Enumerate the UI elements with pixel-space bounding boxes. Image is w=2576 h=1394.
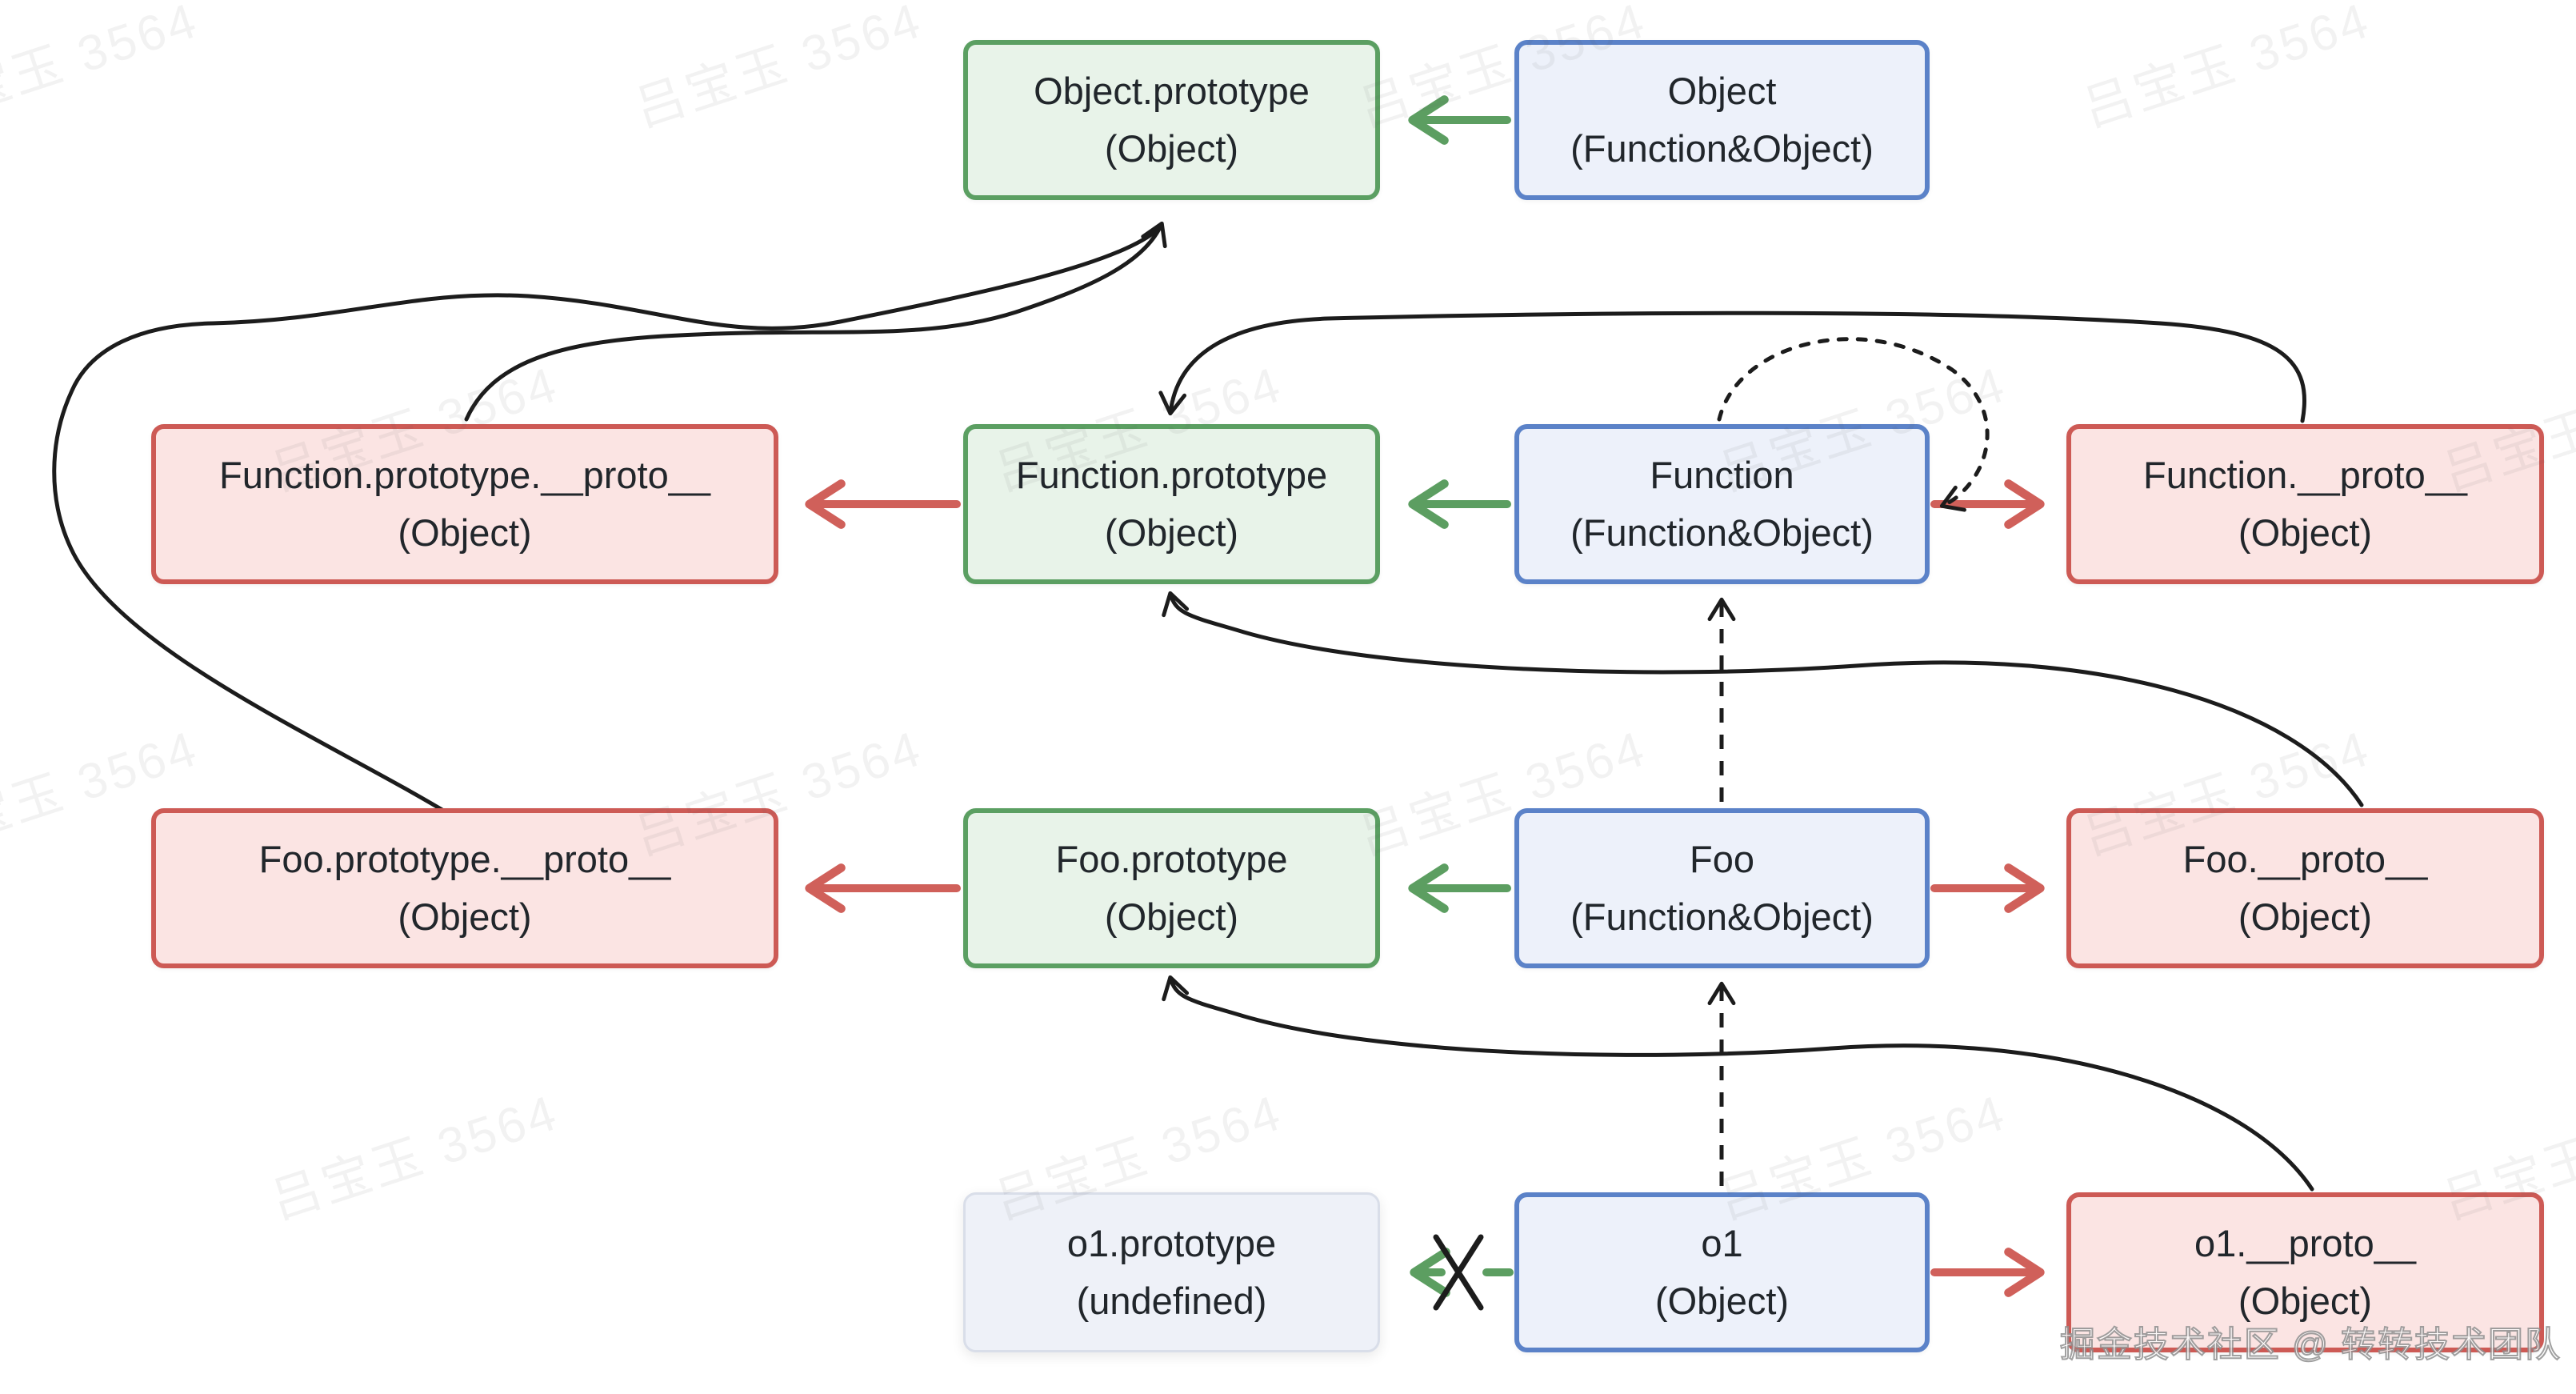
node-type: (Function&Object)	[1570, 895, 1874, 938]
node-o1-prototype: o1.prototype (undefined)	[963, 1192, 1380, 1352]
node-label: Function	[1650, 454, 1794, 496]
dotted-loop-function-self	[1717, 337, 1990, 512]
x-mark	[1433, 1234, 1484, 1311]
node-foo-prototype-proto: Foo.prototype.__proto__ (Object)	[151, 808, 778, 968]
node-label: o1.__proto__	[2194, 1222, 2417, 1264]
node-type: (Function&Object)	[1570, 127, 1874, 170]
node-label: Function.__proto__	[2142, 454, 2467, 496]
node-type: (Object)	[398, 511, 532, 554]
node-label: Object.prototype	[1034, 70, 1310, 112]
node-type: (Function&Object)	[1570, 511, 1874, 554]
node-type: (Object)	[2238, 1280, 2373, 1322]
node-function-prototype: Function.prototype (Object)	[963, 424, 1380, 584]
node-label: Foo.prototype	[1055, 838, 1288, 880]
node-type: (Object)	[398, 895, 532, 938]
node-label: Function.prototype.__proto__	[218, 454, 711, 496]
node-type: (Object)	[1104, 895, 1239, 938]
node-label: Function.prototype	[1015, 454, 1328, 496]
node-type: (Object)	[1104, 511, 1239, 554]
node-label: Foo.__proto__	[2182, 838, 2428, 880]
node-label: Foo	[1690, 838, 1754, 880]
node-label: Object	[1667, 70, 1777, 112]
node-function: Function (Function&Object)	[1514, 424, 1930, 584]
node-o1-proto: o1.__proto__ (Object)	[2066, 1192, 2544, 1352]
node-type: (Object)	[1104, 127, 1239, 170]
node-object: Object (Function&Object)	[1514, 40, 1930, 200]
node-label: o1	[1701, 1222, 1743, 1264]
node-object-prototype: Object.prototype (Object)	[963, 40, 1380, 200]
node-function-proto: Function.__proto__ (Object)	[2066, 424, 2544, 584]
curve-foo-proto-to-function-prototype	[1162, 591, 2364, 807]
node-foo-proto: Foo.__proto__ (Object)	[2066, 808, 2544, 968]
node-foo-prototype: Foo.prototype (Object)	[963, 808, 1380, 968]
curve-function-prototype-proto-to-object-prototype	[464, 221, 1167, 422]
node-label: Foo.prototype.__proto__	[258, 838, 671, 880]
node-o1: o1 (Object)	[1514, 1192, 1930, 1352]
node-type: (Object)	[1654, 1280, 1790, 1322]
curve-function-proto-to-function-prototype	[1158, 310, 2307, 423]
credit-watermark: 掘金技术社区 @ 转转技术团队	[2059, 1324, 2562, 1365]
node-function-prototype-proto: Function.prototype.__proto__ (Object)	[151, 424, 778, 584]
node-label: o1.prototype	[1066, 1222, 1277, 1264]
node-foo: Foo (Function&Object)	[1514, 808, 1930, 968]
node-type: (Object)	[2238, 895, 2373, 938]
node-type: (undefined)	[1076, 1280, 1267, 1322]
node-type: (Object)	[2238, 511, 2373, 554]
curve-o1-proto-to-foo-prototype	[1162, 975, 2314, 1192]
curve-foo-prototype-proto-to-object-prototype	[52, 226, 1161, 825]
